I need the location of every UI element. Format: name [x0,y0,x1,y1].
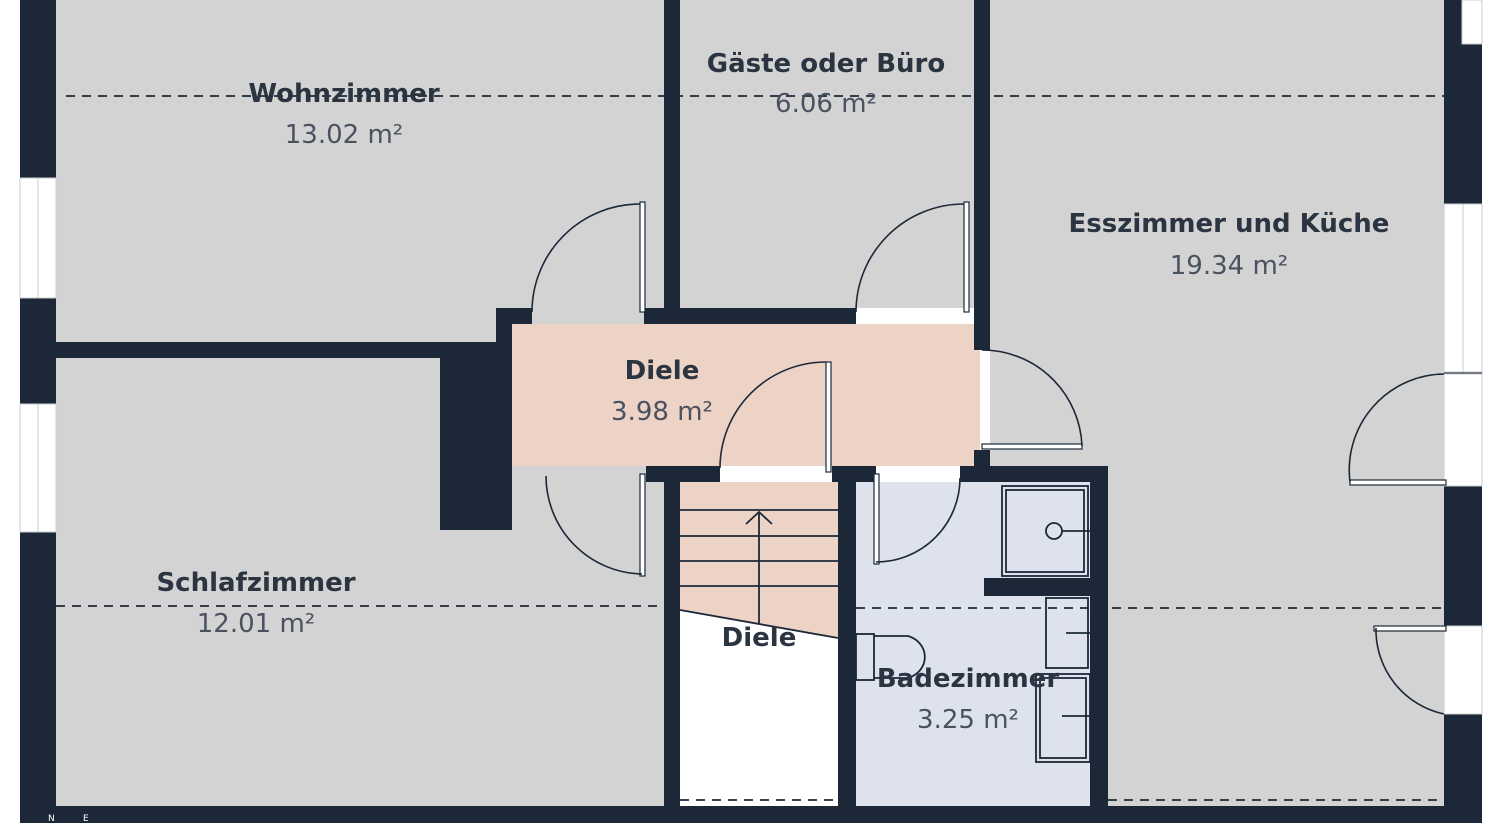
door-esszimmer-hall[interactable] [981,349,1083,450]
room-label-diele-main: Diele 3.98 m² [611,356,713,427]
stair-arrow-icon [745,510,773,525]
room-label-schlafzimmer: Schlafzimmer 12.01 m² [156,568,355,639]
window-right-door-1 [1443,373,1483,487]
compass: N E [48,814,89,823]
doors [531,201,1447,715]
esszimmer-lower-floor [1108,466,1444,806]
compass-e: E [83,814,89,823]
bathroom-fixtures [855,485,1091,763]
room-floor-diele-stairs[interactable] [680,610,838,806]
room-floor-wohnzimmer[interactable] [56,0,664,342]
room-name: Esszimmer und Küche [1069,209,1390,239]
door-wohnzimmer[interactable] [531,201,646,313]
door-schlafzimmer[interactable] [545,473,646,577]
room-name: Diele [625,356,700,386]
room-area: 6.06 m² [775,89,877,119]
room-label-diele-stairs: Diele [722,623,797,653]
room-floor-badezimmer[interactable] [856,482,1090,806]
dimension-lines [56,95,1444,801]
room-label-gaeste: Gäste oder Büro 6.06 m² [707,49,945,119]
room-label-esszimmer: Esszimmer und Küche 19.34 m² [1069,209,1390,281]
windows [19,0,1483,715]
walls [20,0,1482,823]
room-floor-diele-main[interactable] [512,324,980,466]
stairs [679,509,839,801]
room-label-wohnzimmer: Wohnzimmer 13.02 m² [248,79,439,150]
door-stairs[interactable] [719,361,832,473]
door-terrace-2[interactable] [1373,625,1447,715]
door-gaeste[interactable] [855,201,970,313]
room-area: 3.25 m² [917,705,1019,735]
door-badezimmer[interactable] [873,473,961,565]
room-name: Schlafzimmer [156,568,355,598]
bathtub-icon [1035,673,1091,763]
room-name: Gäste oder Büro [707,49,945,79]
room-area: 3.98 m² [611,397,713,427]
room-name: Diele [722,623,797,653]
door-terrace-1[interactable] [1348,373,1447,486]
room-area: 12.01 m² [197,609,315,639]
room-area: 19.34 m² [1170,251,1288,281]
compass-n: N [48,814,55,823]
window-right-door-2 [1443,625,1483,715]
room-name: Wohnzimmer [248,79,439,109]
window-top-right [1461,0,1483,45]
room-area: 13.02 m² [285,120,403,150]
toilet-icon [855,633,926,681]
room-name: Badezimmer [877,664,1059,694]
room-floor-gaeste[interactable] [680,0,974,308]
room-label-badezimmer: Badezimmer 3.25 m² [877,664,1059,735]
